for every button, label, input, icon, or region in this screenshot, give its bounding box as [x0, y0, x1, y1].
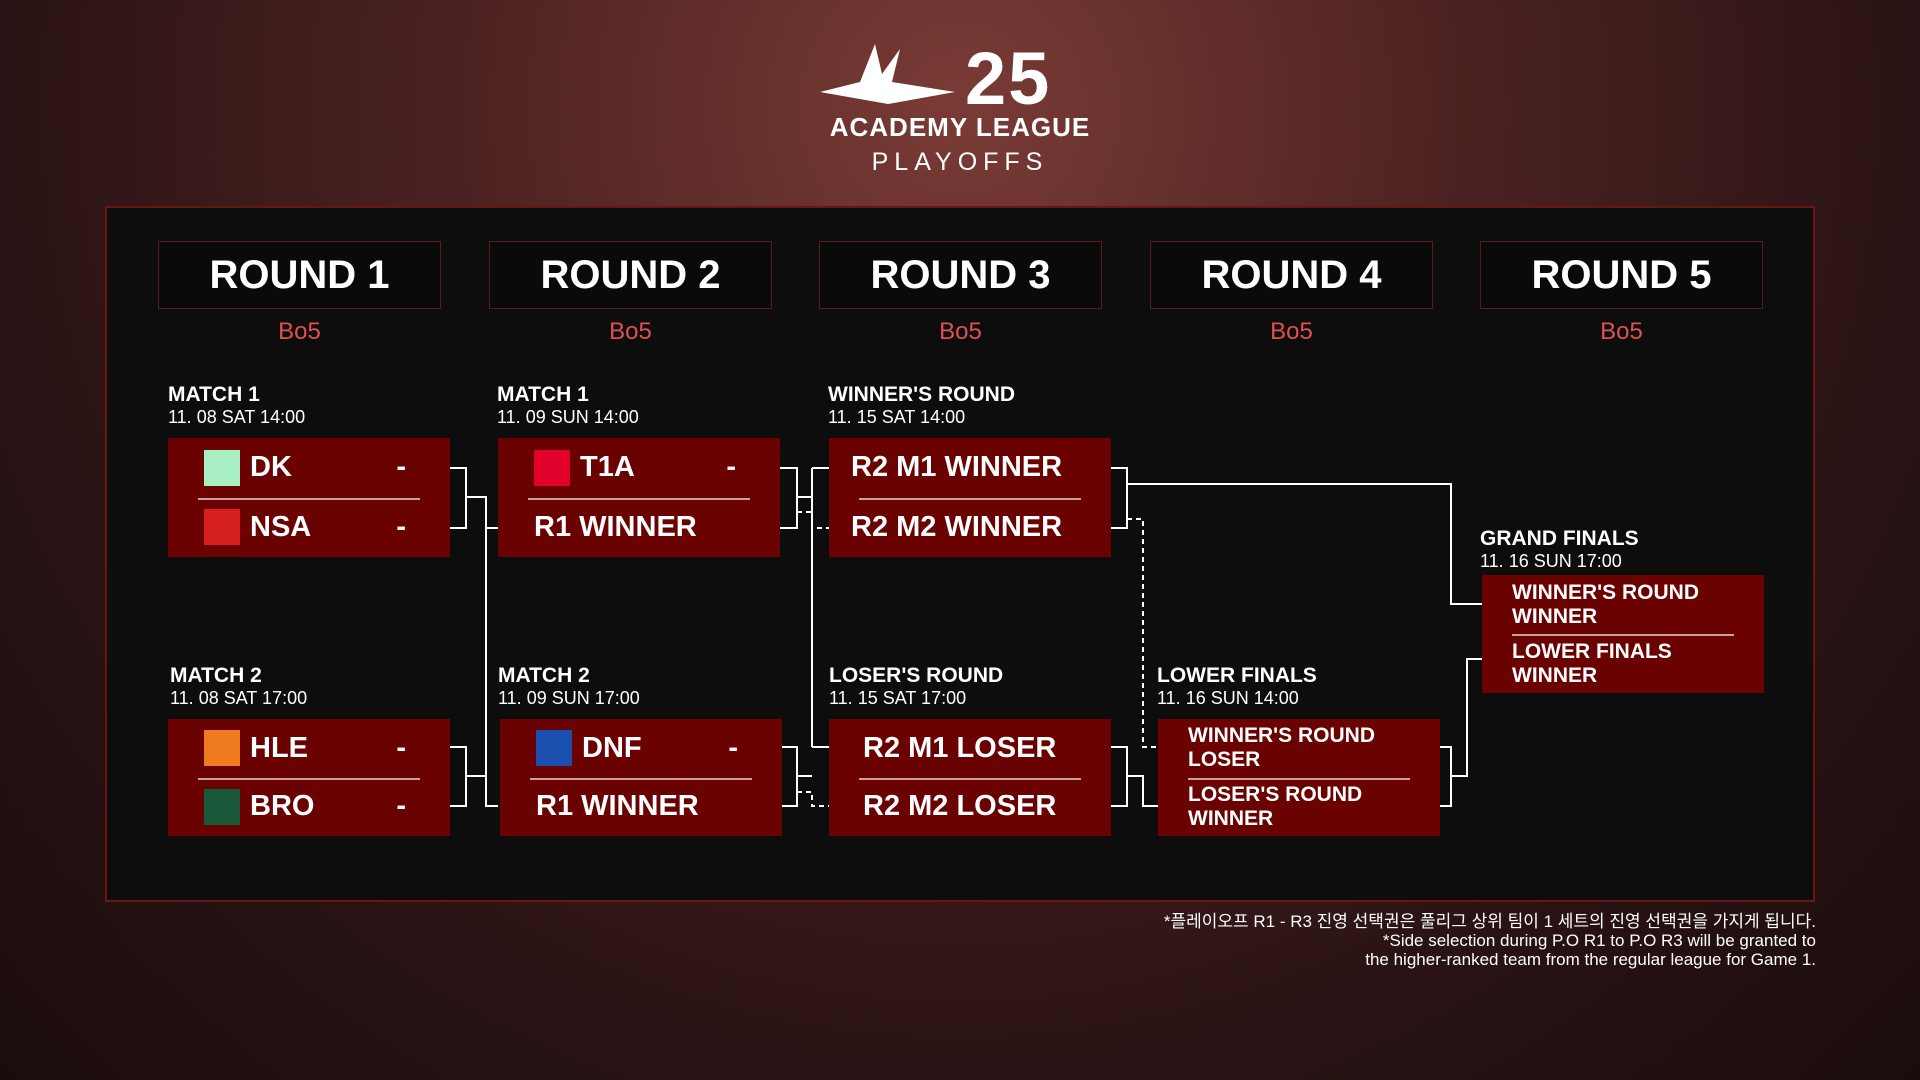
team-row-dnf: DNF - [500, 719, 782, 778]
team-name: DK [250, 451, 292, 484]
slot-top: R2 M1 WINNER [851, 451, 1063, 484]
team-row-t1a: T1A - [498, 438, 780, 498]
r1-match1-card[interactable]: DK - NSA - [168, 438, 450, 557]
bro-logo-icon [204, 788, 240, 825]
slot-top: R2 M1 LOSER [863, 731, 1057, 764]
team-name: NSA [250, 510, 312, 543]
match-title: GRAND FINALS [1480, 527, 1639, 550]
match-date: 11. 09 SUN 17:00 [498, 688, 640, 708]
match-title: MATCH 1 [497, 383, 589, 406]
league-title: ACADEMY LEAGUE [829, 112, 1091, 142]
match-title: MATCH 2 [498, 664, 590, 687]
divider [198, 497, 420, 500]
divider [530, 777, 752, 780]
match-title: WINNER'S ROUND [828, 383, 1015, 406]
match-title: MATCH 2 [170, 664, 262, 687]
match-date: 11. 08 SAT 17:00 [170, 688, 308, 708]
team-name: DNF [582, 731, 642, 764]
team-row-hle: HLE - [168, 719, 450, 778]
round-5-format: Bo5 [1600, 318, 1643, 345]
round-4-header: ROUND 4 [1150, 241, 1433, 309]
round-3-header: ROUND 3 [819, 241, 1102, 309]
team-row-r1-winner: R1 WINNER [500, 778, 782, 837]
footnote-korean: *플레이오프 R1 - R3 진영 선택권은 풀리그 상위 팀이 1 세트의 진… [1163, 912, 1816, 931]
hle-logo-icon [204, 730, 240, 767]
divider [1188, 777, 1410, 780]
round-1-header: ROUND 1 [158, 241, 441, 309]
team-score: - [728, 731, 738, 764]
academy-league-logo-icon [820, 44, 955, 104]
team-name: HLE [250, 731, 308, 764]
match-date: 11. 16 SUN 14:00 [1157, 688, 1299, 708]
grand-finals-card[interactable]: WINNER'S ROUND WINNER LOWER FINALS WINNE… [1482, 575, 1764, 693]
team-row-r1-winner: R1 WINNER [498, 498, 780, 558]
logo-number: 25 [965, 37, 1052, 120]
r1-match2-card[interactable]: HLE - BRO - [168, 719, 450, 836]
team-row-dk: DK - [168, 438, 450, 498]
round-4-format: Bo5 [1270, 318, 1313, 345]
slot-bottom: R2 M2 WINNER [851, 510, 1063, 543]
round-1-format: Bo5 [278, 318, 321, 345]
round-5-header: ROUND 5 [1480, 241, 1763, 309]
divider [859, 777, 1081, 780]
team-name: T1A [580, 451, 635, 484]
slot-bottom: R2 M2 LOSER [863, 790, 1057, 823]
dk-logo-icon [204, 449, 240, 486]
r2-match1-card[interactable]: T1A - R1 WINNER [498, 438, 780, 557]
slot-top: WINNER'S ROUND WINNER [1512, 580, 1699, 628]
r3-losers-card[interactable]: R2 M1 LOSER R2 M2 LOSER [829, 719, 1111, 836]
match-date: 11. 15 SAT 17:00 [829, 688, 967, 708]
r2-match2-card[interactable]: DNF - R1 WINNER [500, 719, 782, 836]
divider [1512, 634, 1734, 636]
match-date: 11. 08 SAT 14:00 [168, 407, 306, 427]
team-score: - [726, 451, 736, 484]
team-name: BRO [250, 790, 315, 823]
team-row-bro: BRO - [168, 778, 450, 837]
match-title: LOWER FINALS [1157, 664, 1317, 687]
footnote-english-2: the higher-ranked team from the regular … [1365, 950, 1816, 969]
footnote-english-1: *Side selection during P.O R1 to P.O R3 … [1382, 931, 1816, 950]
team-score: - [396, 510, 406, 543]
match-date: 11. 15 SAT 14:00 [828, 407, 966, 427]
dnf-logo-icon [536, 730, 572, 767]
round-2-header: ROUND 2 [489, 241, 772, 309]
team-score: - [396, 790, 406, 823]
match-date: 11. 16 SUN 17:00 [1480, 551, 1622, 571]
nsa-logo-icon [204, 509, 240, 546]
round-2-format: Bo5 [609, 318, 652, 345]
divider [528, 497, 750, 500]
match-title: LOSER'S ROUND [829, 664, 1004, 687]
slot-bottom: LOSER'S ROUND WINNER [1188, 782, 1363, 830]
team-name: R1 WINNER [534, 510, 697, 543]
team-name: R1 WINNER [536, 790, 699, 823]
team-score: - [396, 731, 406, 764]
slot-bottom: LOWER FINALS WINNER [1512, 639, 1672, 687]
divider [859, 497, 1081, 500]
lower-finals-card[interactable]: WINNER'S ROUND LOSER LOSER'S ROUND WINNE… [1158, 719, 1440, 836]
team-row-nsa: NSA - [168, 498, 450, 558]
match-title: MATCH 1 [168, 383, 260, 406]
match-date: 11. 09 SUN 14:00 [497, 407, 639, 427]
t1a-logo-icon [534, 449, 570, 486]
divider [198, 777, 420, 780]
slot-top: WINNER'S ROUND LOSER [1188, 724, 1375, 772]
playoffs-subtitle: PLAYOFFS [871, 148, 1049, 176]
team-score: - [396, 451, 406, 484]
round-3-format: Bo5 [939, 318, 982, 345]
r3-winners-card[interactable]: R2 M1 WINNER R2 M2 WINNER [829, 438, 1111, 557]
